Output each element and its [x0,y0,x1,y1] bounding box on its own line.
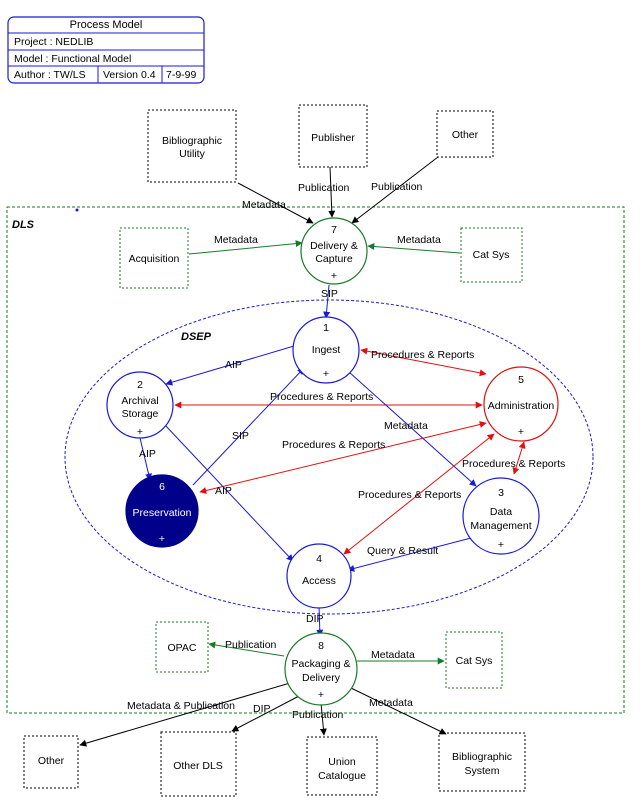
process-6-name-line1: Preservation [133,507,192,519]
dsep-label: DSEP [181,331,212,343]
flow-label-publication-other: Publication [371,181,423,193]
flow-label-aip-storage-access: AIP [215,485,232,497]
entity-publisher: Publisher [311,132,355,144]
process-administration: 5 Administration + [483,366,559,442]
flow-label-metadata-cat: Metadata [397,234,441,246]
flow-label-metadata-publication: Metadata & Publication [127,700,235,712]
process-2-number: 2 [137,379,143,391]
entity-cat-sys-bottom: Cat Sys [456,655,493,667]
process-2-marker: + [137,426,143,438]
process-7-name-line2: Capture [315,253,353,265]
process-7-number: 7 [331,224,337,236]
process-3-marker: + [498,539,504,551]
process-archival-storage: 2 Archival Storage + [106,371,174,439]
process-delivery-capture: 7 Delivery & Capture + [300,217,368,285]
entity-union-catalogue-line1: Union [328,756,356,768]
process-preservation: 6 Preservation + [125,474,199,548]
flow-labels: Metadata Publication Publication Metadat… [127,181,565,721]
dls-boundary [6,206,625,714]
process-8-number: 8 [318,640,324,652]
processes: 7 Delivery & Capture + 1 Ingest + 2 Arch… [106,217,559,706]
entity-bibliographic-system-line2: System [464,765,499,777]
title-block-author: Author : TW/LS [14,69,86,81]
process-7-marker: + [331,270,337,282]
process-1-marker: + [323,368,329,380]
process-8-name-line1: Packaging & [292,658,351,670]
entity-bibliographic-utility-line1: Bibliographic [162,135,222,147]
flow-label-metadata-ingest-dm: Metadata [384,420,428,432]
flow-label-dip-bottom: DIP [253,703,271,715]
entity-union-catalogue-line2: Catalogue [318,770,366,782]
title-block-title: Process Model [70,19,143,31]
process-3-name-line1: Data [490,506,512,518]
process-8-name-line2: Delivery [302,672,341,684]
flow-label-pr-ingest-admin: Procedures & Reports [371,349,474,361]
process-2-name-line2: Storage [122,408,159,420]
process-5-number: 5 [518,374,524,386]
dls-label: DLS [12,219,35,231]
process-5-name-line1: Administration [488,400,555,412]
process-6-number: 6 [159,481,165,493]
handle-dot [75,208,79,212]
dsep-boundary [64,299,594,615]
entity-other-bottom: Other [38,755,65,767]
flow-label-publication-opac: Publication [225,639,277,651]
process-2-name-line1: Archival [121,395,158,407]
process-1-name-line1: Ingest [312,344,341,356]
flow-label-publication-union: Publication [292,709,344,721]
flow-label-dip-top: DIP [306,613,324,625]
flow-label-sip-top: SIP [321,288,338,300]
flow-label-pr-storage-admin: Procedures & Reports [270,391,373,403]
flow-label-metadata-acq: Metadata [214,234,258,246]
flow-label-aip-ingest: AIP [225,359,242,371]
flow-label-metadata-bu: Metadata [242,199,286,211]
process-5-marker: + [518,426,524,438]
entity-other-top: Other [452,129,479,141]
flow-label-pr-pres-admin: Procedures & Reports [282,439,385,451]
title-block: Process Model Project : NEDLIB Model : F… [7,16,205,84]
flow-label-publication-pub: Publication [298,182,350,194]
title-block-version: Version 0.4 [103,69,156,81]
flow-label-query-result: Query & Result [367,545,438,557]
process-3-number: 3 [498,487,504,499]
process-3-name-line2: Management [470,520,531,532]
process-4-number: 4 [316,553,322,565]
process-8-marker: + [318,689,324,701]
process-7-name-line1: Delivery & [310,240,358,252]
flow-label-metadata-bs: Metadata [369,697,413,709]
entity-other-dls: Other DLS [173,760,223,772]
entity-opac: OPAC [168,642,197,654]
title-block-date: 7-9-99 [166,69,197,81]
process-packaging-delivery: 8 Packaging & Delivery + [284,632,358,706]
entity-cat-sys-top: Cat Sys [473,249,510,261]
entity-bibliographic-system-line1: Bibliographic [452,751,512,763]
process-data-management: 3 Data Management + [462,477,540,555]
entity-acquisition: Acquisition [129,253,180,265]
flow-label-aip-storage-pres: AIP [139,448,156,460]
external-entities: Bibliographic Utility Publisher Other Ac… [23,104,526,797]
entity-bibliographic-utility-line2: Utility [179,148,205,160]
flow-label-pr-admin-access: Procedures & Reports [358,489,461,501]
flows [79,156,526,747]
flow-label-sip-pres: SIP [232,430,249,442]
title-block-model: Model : Functional Model [14,53,131,65]
process-1-number: 1 [323,322,329,334]
process-access: 4 Access [286,543,352,609]
process-4-name-line1: Access [302,575,336,587]
process-ingest: 1 Ingest + [292,316,360,384]
flow-label-pr-admin-dm: Procedures & Reports [462,458,565,470]
flow-label-metadata-catsys: Metadata [371,649,415,661]
title-block-project: Project : NEDLIB [14,36,93,48]
process-6-marker: + [159,533,165,545]
